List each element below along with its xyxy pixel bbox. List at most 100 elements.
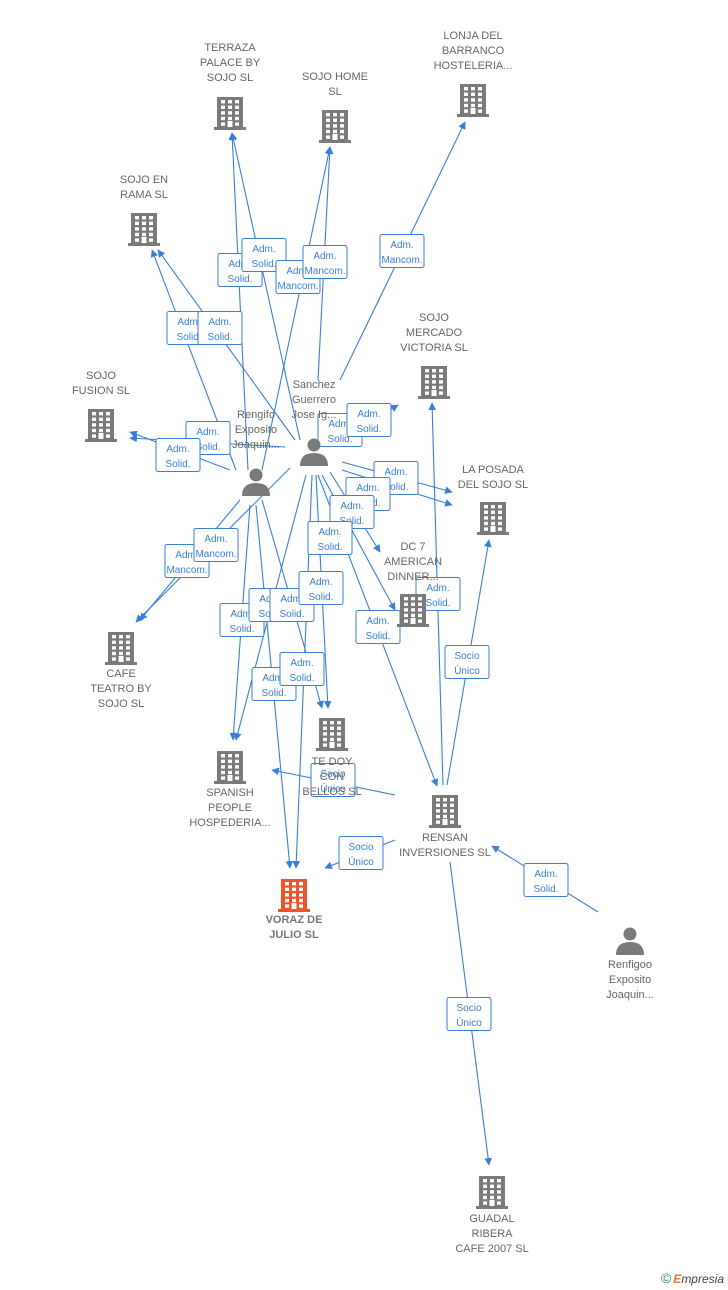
- edge-label-text: Único: [454, 664, 480, 677]
- edge-label-e2[interactable]: Adm.Solid.: [241, 238, 287, 272]
- edge-label-e21[interactable]: Adm.Solid.: [298, 571, 344, 605]
- node-label-line: MERCADO: [406, 327, 463, 339]
- edge-label-text: Socio: [456, 1003, 481, 1014]
- edge-label-e15[interactable]: Adm.Solid.: [307, 521, 353, 555]
- edge-label-text: Solid.: [227, 274, 252, 285]
- node-label-line: CAFE: [106, 668, 135, 680]
- node-label-line: RAMA SL: [120, 189, 168, 201]
- edge-label-e23[interactable]: Adm. Solid.: [279, 652, 325, 686]
- edge-label-text: Solid.: [289, 673, 314, 684]
- edge-label-text: Solid.: [279, 609, 304, 620]
- node-label-line: SPANISH: [206, 787, 254, 799]
- node-renfigoo[interactable]: RenfigooExpositoJoaquin...: [606, 927, 654, 1002]
- edge-label-text: Único: [320, 782, 346, 795]
- edge-label-text: Solid.: [229, 624, 254, 635]
- edge-label-text: Adm.: [356, 483, 379, 494]
- node-spanish[interactable]: SPANISHPEOPLEHOSPEDERIA...: [189, 751, 271, 829]
- node-label-line: DC 7: [400, 541, 425, 553]
- node-label-line: Joaquin...: [232, 439, 280, 451]
- edge-label-e4[interactable]: Adm.Mancom.: [302, 245, 348, 279]
- edge-label-text: Adm.: [384, 467, 407, 478]
- node-label-line: SOJO SL: [207, 72, 253, 84]
- building-icon: [429, 795, 461, 828]
- edge-label-e30[interactable]: Adm.Solid.: [523, 863, 569, 897]
- edge-label-text: Adm.: [534, 869, 557, 880]
- edge-label-text: Solid.: [383, 482, 408, 493]
- edge-label-text: Único: [456, 1016, 482, 1029]
- edge-label-text: Solid.: [356, 424, 381, 435]
- node-lonja[interactable]: LONJA DELBARRANCOHOSTELERIA...: [434, 30, 513, 117]
- edge-label-text: Adm.: [208, 317, 231, 328]
- node-label-line: Exposito: [235, 424, 277, 436]
- edge-label-text: Solid.: [339, 516, 364, 527]
- edge-label-text: Mancom.: [304, 266, 345, 277]
- edge-label-text: Adm.: [366, 616, 389, 627]
- brand-initial: E: [673, 1272, 682, 1286]
- footer-brand[interactable]: ©Empresia: [661, 1270, 724, 1286]
- building-icon: [105, 632, 137, 665]
- edge-label-box: [241, 238, 287, 272]
- brand-name: mpresia: [681, 1272, 724, 1286]
- focus-building-icon: [278, 879, 310, 912]
- edge-label-box: [338, 836, 384, 870]
- building-icon: [319, 110, 351, 143]
- node-dc7[interactable]: DC 7AMERICANDINNER...: [384, 541, 442, 627]
- edge-label-text: Solid.: [207, 332, 232, 343]
- edge-label-e9[interactable]: Adm.Solid.: [155, 438, 201, 472]
- node-label-line: CON: [320, 771, 345, 783]
- edge-label-text: Adm.: [166, 444, 189, 455]
- node-label-line: VICTORIA SL: [400, 342, 468, 354]
- node-label-line: CAFE 2007 SL: [455, 1243, 528, 1255]
- edge-label-text: Adm.: [196, 427, 219, 438]
- edge-label-box: [155, 438, 201, 472]
- building-icon: [128, 213, 160, 246]
- node-label-line: PEOPLE: [208, 802, 252, 814]
- node-rengifo[interactable]: RengifoExpositoJoaquin...: [232, 409, 280, 496]
- edge-label-text: Adm.: [230, 609, 253, 620]
- node-label-line: Joaquin...: [606, 989, 654, 1001]
- edge-label-text: Solid.: [308, 592, 333, 603]
- node-label-line: SOJO HOME: [302, 71, 368, 83]
- node-label-line: BELLOS SL: [302, 786, 361, 798]
- node-label-line: GUADAL: [469, 1213, 514, 1225]
- edge-label-text: Adm.: [228, 259, 251, 270]
- edge-label-text: Adm.: [290, 658, 313, 669]
- node-label-line: BARRANCO: [442, 45, 505, 57]
- edge-label-e17[interactable]: Adm.Mancom.: [193, 528, 239, 562]
- edge-label-e11[interactable]: Adm.Solid.: [346, 403, 392, 437]
- building-icon: [214, 97, 246, 130]
- edge-label-text: Solid.: [251, 259, 276, 270]
- edge-label-e5[interactable]: Adm.Mancom.: [379, 234, 425, 268]
- building-icon: [214, 751, 246, 784]
- edge-label-e24[interactable]: Adm. Solid.: [355, 610, 401, 644]
- building-icon: [476, 1176, 508, 1209]
- edge-label-e7[interactable]: Adm. Solid.: [197, 311, 243, 345]
- edge-label-text: Solid.: [365, 631, 390, 642]
- node-label-line: Guerrero: [292, 394, 336, 406]
- building-icon: [418, 366, 450, 399]
- edge-label-box: [346, 403, 392, 437]
- node-label-line: PALACE BY: [200, 57, 261, 69]
- edge-label-box: [310, 763, 356, 797]
- edge-label-e14[interactable]: Adm.Solid.: [329, 495, 375, 529]
- person-icon: [300, 438, 328, 466]
- edge-label-text: Adm.: [390, 240, 413, 251]
- building-icon: [457, 84, 489, 117]
